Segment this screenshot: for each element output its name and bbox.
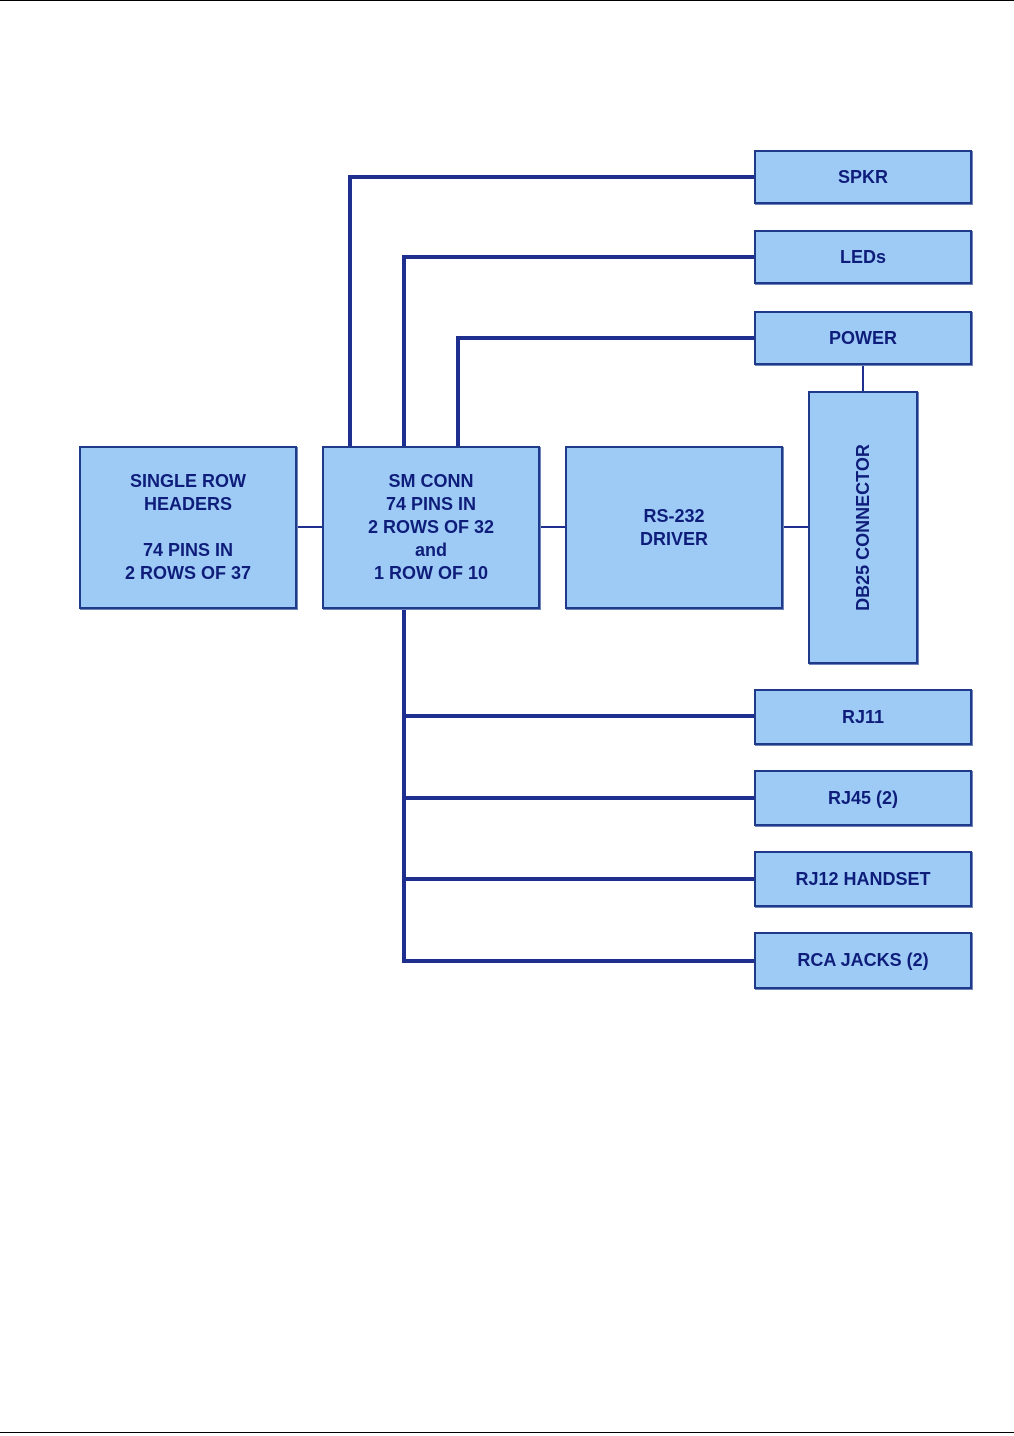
power-label: POWER bbox=[829, 327, 897, 350]
rca-jacks-label: RCA JACKS (2) bbox=[797, 949, 928, 972]
rj11-block: RJ11 bbox=[754, 689, 972, 745]
db25-connector-block: DB25 CONNECTOR bbox=[808, 391, 918, 664]
rj45-block: RJ45 (2) bbox=[754, 770, 972, 826]
sm-conn-label: SM CONN 74 PINS IN 2 ROWS OF 32 and 1 RO… bbox=[368, 470, 494, 585]
single-row-headers-block: SINGLE ROW HEADERS 74 PINS IN 2 ROWS OF … bbox=[79, 446, 297, 609]
leds-block: LEDs bbox=[754, 230, 972, 284]
rs232-driver-block: RS-232 DRIVER bbox=[565, 446, 783, 609]
spkr-block: SPKR bbox=[754, 150, 972, 204]
single-row-headers-label: SINGLE ROW HEADERS 74 PINS IN 2 ROWS OF … bbox=[125, 470, 251, 585]
rj12-handset-block: RJ12 HANDSET bbox=[754, 851, 972, 907]
spkr-label: SPKR bbox=[838, 166, 888, 189]
rj12-handset-label: RJ12 HANDSET bbox=[795, 868, 930, 891]
wire-power bbox=[458, 338, 756, 447]
rj45-label: RJ45 (2) bbox=[828, 787, 898, 810]
leds-label: LEDs bbox=[840, 246, 886, 269]
db25-connector-label: DB25 CONNECTOR bbox=[852, 444, 875, 611]
wire-spkr bbox=[350, 177, 756, 447]
wire-bus-down bbox=[404, 609, 756, 961]
rs232-driver-label: RS-232 DRIVER bbox=[640, 505, 708, 551]
rca-jacks-block: RCA JACKS (2) bbox=[754, 932, 972, 989]
sm-conn-block: SM CONN 74 PINS IN 2 ROWS OF 32 and 1 RO… bbox=[322, 446, 540, 609]
footer-rule bbox=[0, 1432, 1014, 1433]
power-block: POWER bbox=[754, 311, 972, 365]
rj11-label: RJ11 bbox=[842, 706, 884, 729]
